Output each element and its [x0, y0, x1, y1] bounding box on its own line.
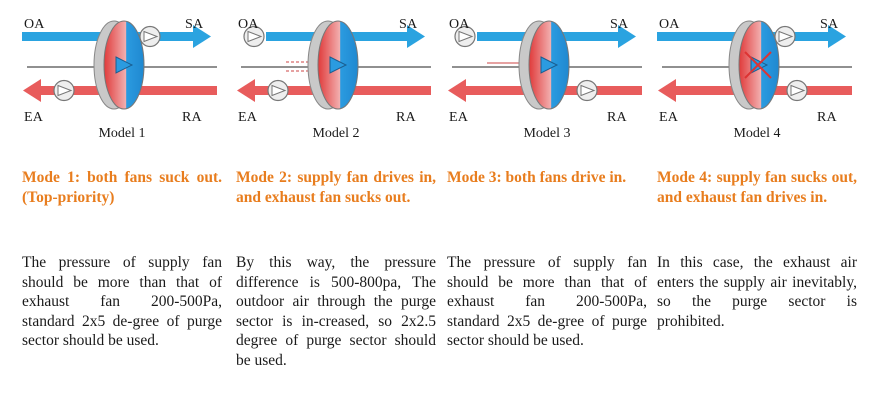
- ea-label: EA: [238, 110, 258, 125]
- supply-fan-icon-blade: [143, 30, 159, 43]
- exhaust-fan-icon-blade: [580, 84, 596, 97]
- exhaust-air-arrowhead: [23, 79, 41, 102]
- mode-description: By this way, the pressure difference is …: [236, 254, 436, 369]
- exhaust-fan-icon-blade: [790, 84, 806, 97]
- ra-label: RA: [817, 110, 837, 125]
- exhaust-air-arrowhead: [448, 79, 466, 102]
- ra-label: RA: [182, 110, 202, 125]
- purge-sector-triangle: [540, 56, 559, 74]
- model-caption: Model 2: [312, 126, 360, 141]
- exhaust-air-arrowhead: [237, 79, 255, 102]
- model-1-column: OA SA EA RA Model 1 Mode 1: both fans su…: [22, 0, 222, 415]
- ra-label: RA: [396, 110, 416, 125]
- model-2-airflow-diagram: [237, 20, 431, 110]
- model-caption: Model 4: [733, 126, 781, 141]
- model-caption: Model 3: [523, 126, 571, 141]
- oa-label: OA: [659, 17, 680, 32]
- sa-label: SA: [820, 17, 839, 32]
- oa-label: OA: [238, 17, 259, 32]
- model-3-airflow-diagram: [448, 20, 642, 110]
- purge-sector-triangle: [115, 56, 134, 74]
- model-4-column: OA SA EA RA Model 4 Mode 4: supply fan s…: [657, 0, 857, 415]
- mode-heading: Mode 3: both fans drive in.: [447, 169, 627, 186]
- oa-label: OA: [24, 17, 45, 32]
- exhaust-fan-icon-blade: [271, 84, 287, 97]
- ea-label: EA: [24, 110, 44, 125]
- sa-label: SA: [399, 17, 418, 32]
- exhaust-air-arrowhead: [658, 79, 676, 102]
- mode-description: The pressure of supply fan should be mor…: [22, 254, 222, 349]
- supply-air-arrowhead: [407, 25, 425, 48]
- ra-label: RA: [607, 110, 627, 125]
- mode-heading: Mode 4: supply fan sucks out, and exhaus…: [657, 169, 857, 206]
- supply-air-arrowhead: [193, 25, 211, 48]
- sa-label: SA: [610, 17, 629, 32]
- mode-heading: Mode 1: both fans suck out. (Top-priorit…: [22, 169, 222, 206]
- model-1-airflow-diagram: [22, 20, 217, 110]
- mode-description: The pressure of supply fan should be mor…: [447, 254, 647, 349]
- model-caption: Model 1: [98, 126, 146, 141]
- supply-air-arrowhead: [828, 25, 846, 48]
- prohibited-cross: [744, 51, 772, 79]
- mode-description: In this case, the exhaust air enters the…: [657, 254, 857, 330]
- model-4-airflow-diagram: [657, 20, 852, 110]
- supply-fan-icon-blade: [778, 30, 794, 43]
- model-3-column: OA SA EA RA Model 3 Mode 3: both fans dr…: [447, 0, 647, 415]
- supply-fan-icon-blade: [247, 30, 263, 43]
- ea-label: EA: [449, 110, 469, 125]
- model-2-column: OA SA EA RA Model 2 Mode 2: supply fan d…: [236, 0, 436, 415]
- oa-label: OA: [449, 17, 470, 32]
- mode-heading: Mode 2: supply fan drives in, and exhaus…: [236, 169, 436, 206]
- purge-sector-triangle: [329, 56, 348, 74]
- supply-air-arrowhead: [618, 25, 636, 48]
- exhaust-fan-icon-blade: [57, 84, 73, 97]
- ea-label: EA: [659, 110, 679, 125]
- supply-fan-icon-blade: [458, 30, 474, 43]
- sa-label: SA: [185, 17, 204, 32]
